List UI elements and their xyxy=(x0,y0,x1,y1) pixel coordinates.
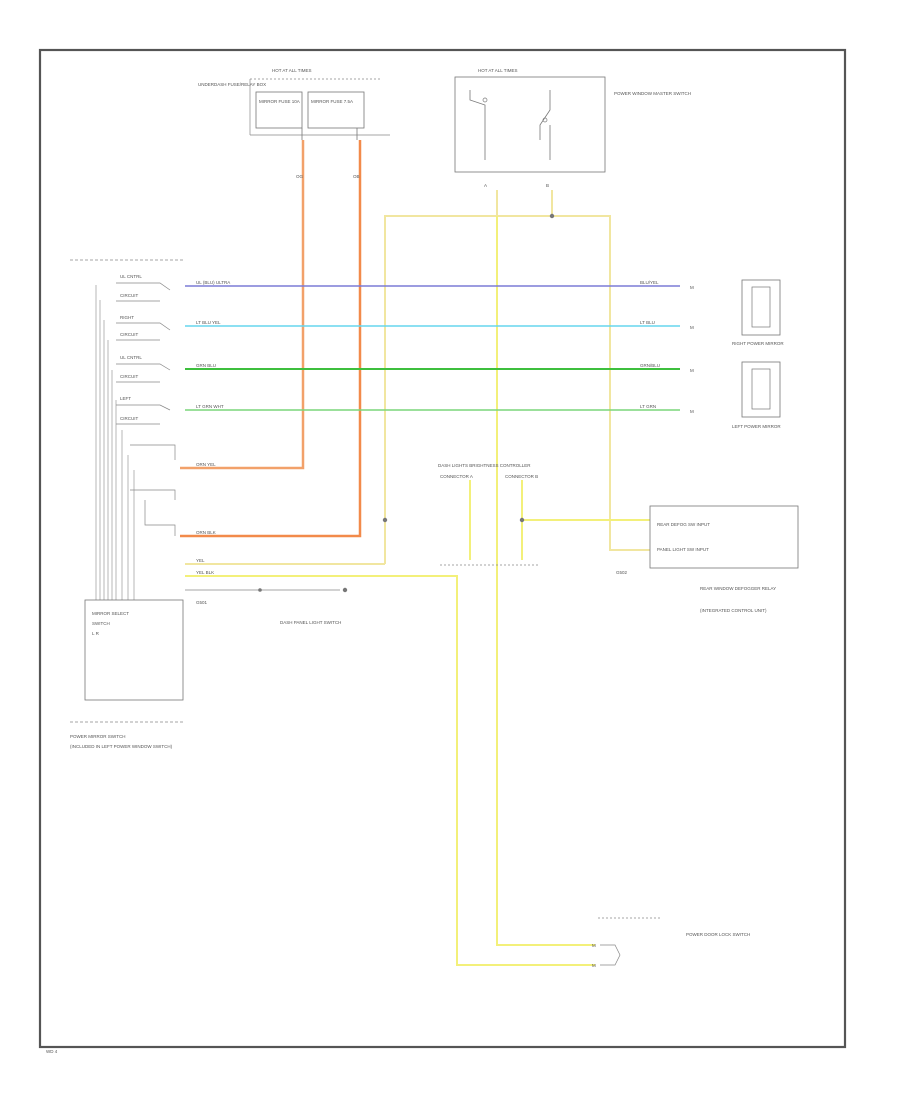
mirror-switch-assembly: UL CNTRL CIRCUIT RIGHT CIRCUIT UL CNTRL … xyxy=(70,259,185,749)
wire-label-2: LT BLU YEL xyxy=(196,320,221,325)
door-lock-switch-label: POWER DOOR LOCK SWITCH xyxy=(686,932,750,937)
wire-label-7: YEL xyxy=(196,558,205,563)
wire-label-8: YEL BLK xyxy=(196,570,214,575)
fuse-cell-1: MIRROR FUSE 10A xyxy=(259,99,300,104)
svg-text:M: M xyxy=(690,368,694,373)
svg-text:CIRCUIT: CIRCUIT xyxy=(120,416,138,421)
svg-text:OB: OB xyxy=(353,174,360,179)
connector-note: DASH LIGHTS BRIGHTNESS CONTROLLER xyxy=(438,463,531,468)
svg-text:PANEL LIGHT SW INPUT: PANEL LIGHT SW INPUT xyxy=(657,547,709,552)
underdash-fuse-label: UNDERDASH FUSE/RELAY BOX xyxy=(198,82,266,87)
power-window-master-box: HOT AT ALL TIMES POWER WINDOW MASTER SWI… xyxy=(454,68,691,188)
defogger-relay-note: (INTEGRATED CONTROL UNIT) xyxy=(700,608,767,613)
svg-text:MIRROR SELECT: MIRROR SELECT xyxy=(92,611,129,616)
svg-text:A: A xyxy=(484,183,487,188)
wire-label-5: ORN YEL xyxy=(196,462,216,467)
svg-text:M: M xyxy=(690,325,694,330)
power-window-master-label: POWER WINDOW MASTER SWITCH xyxy=(614,91,691,96)
underdash-fuse-box: HOT AT ALL TIMES UNDERDASH FUSE/RELAY BO… xyxy=(198,68,390,140)
wire-label-4: LT GRN WHT xyxy=(196,404,224,409)
wire-label-right-1: BLU/YEL xyxy=(640,280,659,285)
svg-text:UL CNTRL: UL CNTRL xyxy=(120,355,142,360)
defogger-relay-label: REAR WINDOW DEFOGGER RELAY xyxy=(700,586,776,591)
wire-label-right-3: GRN/BLU xyxy=(640,363,660,368)
fuse-cell-2: MIRROR FUSE 7.5A xyxy=(311,99,353,104)
wire-defogger-loop xyxy=(384,215,650,564)
svg-text:LEFT: LEFT xyxy=(120,396,131,401)
door-lock-switch: M M POWER DOOR LOCK SWITCH xyxy=(592,917,750,968)
left-power-mirror: M M LEFT POWER MIRROR xyxy=(690,361,781,429)
svg-text:CIRCUIT: CIRCUIT xyxy=(120,332,138,337)
wire-switch-feed-2 xyxy=(185,575,595,966)
svg-text:UL CNTRL: UL CNTRL xyxy=(120,274,142,279)
connector-b-label: CONNECTOR B xyxy=(505,474,538,479)
svg-text:REAR DEFOG SW INPUT: REAR DEFOG SW INPUT xyxy=(657,522,710,527)
diagram-frame xyxy=(38,48,847,1049)
svg-text:M: M xyxy=(690,285,694,290)
svg-text:RIGHT: RIGHT xyxy=(120,315,134,320)
connector-a-label: CONNECTOR A xyxy=(440,474,473,479)
corner-mark: WD 4 xyxy=(46,1049,58,1054)
svg-text:CIRCUIT: CIRCUIT xyxy=(120,293,138,298)
wire-power-feed-1 xyxy=(180,140,305,470)
wire-label-1: UL (BLU) ULTRA xyxy=(196,280,230,285)
svg-text:OG: OG xyxy=(296,174,304,179)
svg-text:B: B xyxy=(546,183,549,188)
wire-power-feed-2 xyxy=(180,140,362,538)
defogger-relay: REAR DEFOG SW INPUT PANEL LIGHT SW INPUT… xyxy=(616,505,799,613)
wire-label-right-2: LT BLU xyxy=(640,320,655,325)
bottom-note: DASH PANEL LIGHT SWITCH xyxy=(280,620,341,625)
left-mirror-label: LEFT POWER MIRROR xyxy=(732,424,781,429)
svg-text:L R: L R xyxy=(92,631,100,636)
wire-label-3: GRN BLU xyxy=(196,363,216,368)
ground-g502: G502 xyxy=(616,570,628,575)
fuse-hot-label-left: HOT AT ALL TIMES xyxy=(272,68,312,73)
svg-text:M: M xyxy=(690,409,694,414)
svg-text:SWITCH: SWITCH xyxy=(92,621,110,626)
wire-label-right-4: LT GRN xyxy=(640,404,656,409)
wire-switch-feed xyxy=(496,216,595,946)
fuse-hot-label-right: HOT AT ALL TIMES xyxy=(478,68,518,73)
svg-text:M: M xyxy=(592,943,596,948)
wire-label-6: ORN BLK xyxy=(196,530,216,535)
svg-text:M: M xyxy=(592,963,596,968)
right-power-mirror: M M RIGHT POWER MIRROR xyxy=(690,279,784,346)
ground-g501: G501 xyxy=(196,600,208,605)
svg-text:CIRCUIT: CIRCUIT xyxy=(120,374,138,379)
mirror-switch-label: POWER MIRROR SWITCH xyxy=(70,734,126,739)
mirror-switch-note: (INCLUDED IN LEFT POWER WINDOW SWITCH) xyxy=(70,744,173,749)
right-mirror-label: RIGHT POWER MIRROR xyxy=(732,341,784,346)
